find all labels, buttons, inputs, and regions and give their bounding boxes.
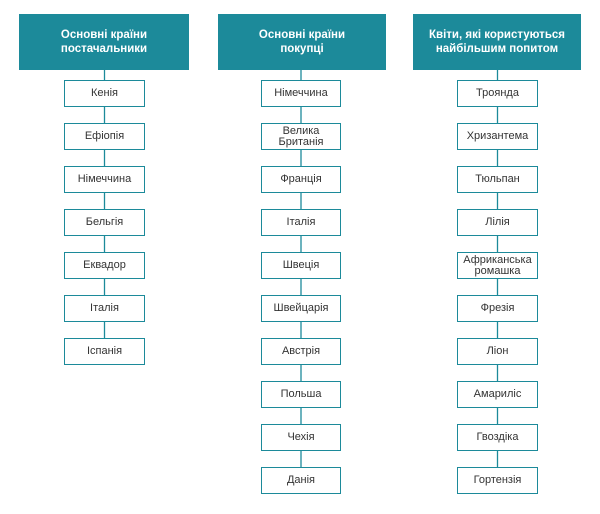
list-item: Франція <box>261 166 341 193</box>
list-item: Італія <box>261 209 341 236</box>
list-item: Данія <box>261 467 341 494</box>
list-item: Кенія <box>64 80 145 107</box>
list-item: Тюльпан <box>457 166 538 193</box>
list-item: Австрія <box>261 338 341 365</box>
list-item: Польша <box>261 381 341 408</box>
list-item: Швейцарія <box>261 295 341 322</box>
list-item: Лілія <box>457 209 538 236</box>
list-item: Італія <box>64 295 145 322</box>
list-item: Африканська ромашка <box>457 252 538 279</box>
list-item: Еквадор <box>64 252 145 279</box>
list-item: Ефіопія <box>64 123 145 150</box>
list-item: Гортензія <box>457 467 538 494</box>
column-header-3: Квіти, які користуються найбільшим попит… <box>413 14 581 70</box>
list-item: Німеччина <box>261 80 341 107</box>
list-item: Ліон <box>457 338 538 365</box>
list-item: Швеція <box>261 252 341 279</box>
list-item: Хризантема <box>457 123 538 150</box>
list-item: Троянда <box>457 80 538 107</box>
list-item: Амариліс <box>457 381 538 408</box>
list-item: Бельгія <box>64 209 145 236</box>
list-item: Іспанія <box>64 338 145 365</box>
column-header-2: Основні країни покупці <box>218 14 386 70</box>
list-item: Гвоздіка <box>457 424 538 451</box>
list-item: Чехія <box>261 424 341 451</box>
list-item: Велика Британія <box>261 123 341 150</box>
list-item: Німеччина <box>64 166 145 193</box>
column-header-1: Основні країни постачальники <box>19 14 189 70</box>
list-item: Фрезія <box>457 295 538 322</box>
